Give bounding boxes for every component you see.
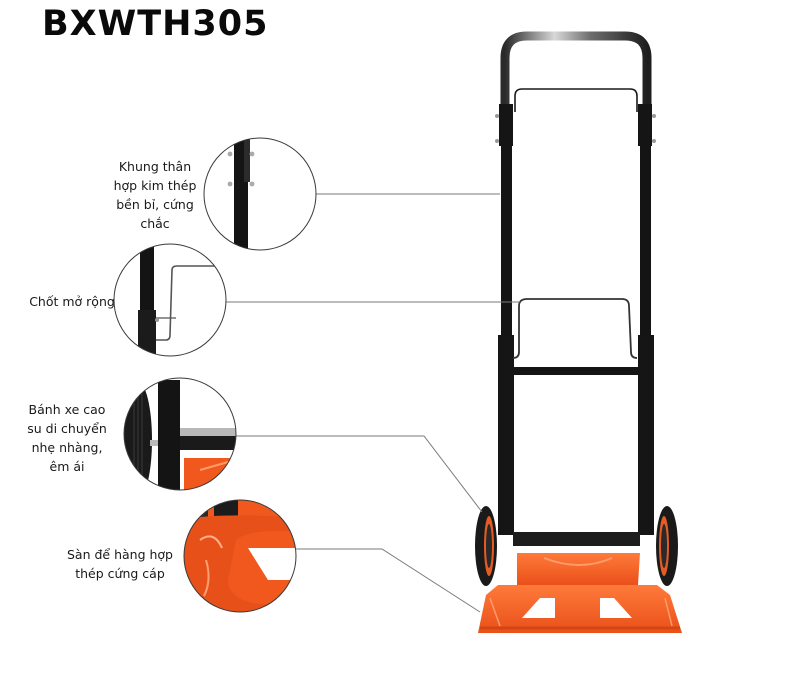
callout-label-extension-pin: Chốt mở rộng — [29, 294, 115, 309]
detail-circle-platform — [183, 499, 297, 613]
callout-label-frame: Khung thân hợp kim thép bền bỉ, cứng chắ… — [113, 159, 197, 231]
detail-circle-wheels — [123, 377, 237, 491]
wheel-left — [475, 506, 497, 586]
callout-label-platform: Sàn để hàng hợp thép cứng cáp — [66, 547, 173, 581]
orange-platform — [478, 553, 682, 633]
chrome-handle — [500, 31, 652, 115]
product-model-title: BXWTH305 — [42, 4, 269, 44]
detail-circle-frame — [203, 137, 317, 251]
leader-line-wheels — [236, 435, 483, 513]
hand-truck — [475, 31, 682, 633]
wheel-right — [656, 506, 678, 586]
callout-label-wheels: Bánh xe cao su di chuyển nhẹ nhàng, êm á… — [27, 402, 107, 474]
leader-line-platform — [296, 548, 481, 613]
leader-lines — [226, 193, 520, 613]
detail-circle-extension-pin — [113, 243, 227, 357]
